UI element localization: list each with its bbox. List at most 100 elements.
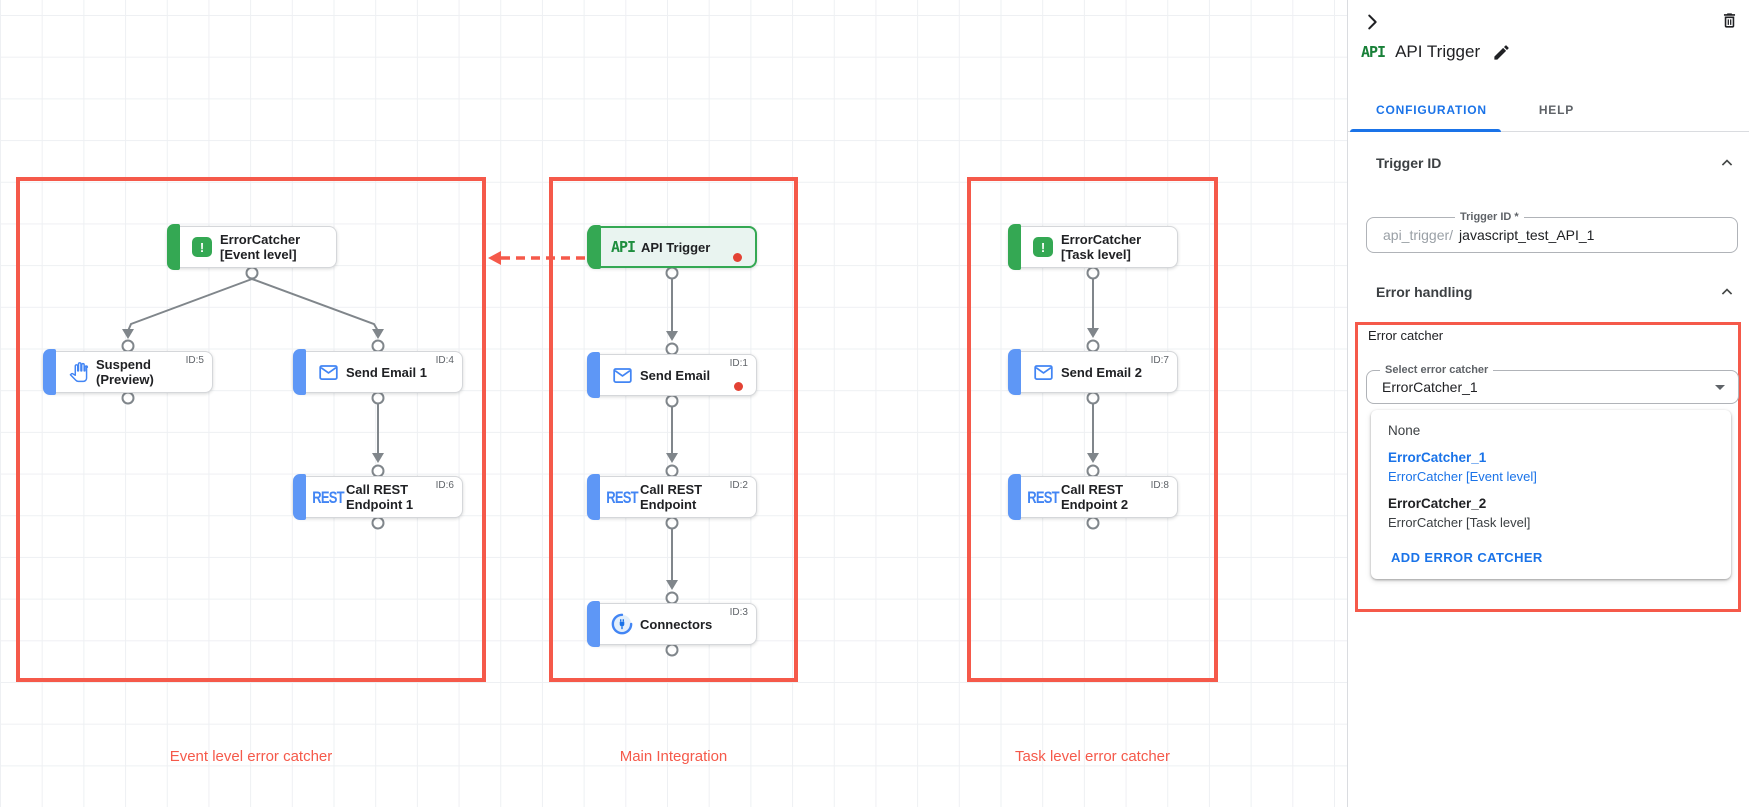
selected-error-catcher-value: ErrorCatcher_1 [1382,379,1478,395]
menu-item-sublabel: ErrorCatcher [Task level] [1388,515,1531,530]
collapse-error-handling-icon[interactable] [1717,282,1737,307]
node-id-badge: ID:5 [185,355,204,366]
trigger-id-prefix: api_trigger/ [1383,227,1454,243]
menu-item-label: ErrorCatcher_1 [1388,450,1487,465]
main-integration-group-box [549,177,798,682]
node-accent-bar [167,224,180,270]
panel-collapse-button[interactable] [1361,11,1383,38]
tab-help[interactable]: HELP [1538,103,1575,117]
node-send-email[interactable]: Send Email ID:1 [587,352,757,398]
api-glyph: API [610,238,636,256]
node-id-badge: ID:3 [729,607,748,618]
workflow-canvas[interactable]: ! ErrorCatcher[Event level] Suspend(Previe… [0,0,1347,807]
node-accent-bar [1008,349,1021,395]
node-label: ErrorCatcher[Task level] [1061,232,1142,262]
node-accent-bar [588,225,601,269]
edit-pencil-icon[interactable] [1492,43,1511,62]
mail-icon [604,365,640,386]
trigger-id-input[interactable]: Trigger ID * api_trigger/ javascript_tes… [1366,211,1738,253]
api-icon: API [605,238,641,256]
group-label-event-level: Event level error catcher [169,748,333,765]
error-status-dot [733,253,742,262]
section-title-trigger-id: Trigger ID [1376,155,1442,171]
node-label: Connectors [640,616,713,632]
node-suspend-preview[interactable]: Suspend(Preview) ID:5 [43,349,213,395]
collapse-trigger-id-icon[interactable] [1717,153,1737,178]
select-dropdown-arrow-icon[interactable] [1715,385,1725,390]
config-panel: API API Trigger CONFIGURATION HELP Trigg… [1347,0,1749,807]
node-accent-bar [587,474,600,520]
node-accent-bar [587,601,600,647]
hand-icon [60,361,96,383]
panel-tabs: CONFIGURATION HELP [1348,84,1749,132]
error-catcher-highlight-box [1355,322,1741,612]
node-accent-bar [1008,474,1021,520]
node-id-badge: ID:8 [1150,480,1169,491]
node-label: Send Email [640,367,711,383]
mail-icon [310,362,346,383]
active-tab-underline [1350,129,1501,132]
node-label: API Trigger [641,239,711,255]
error-glyph: ! [192,237,212,257]
node-label: Send Email 2 [1061,364,1142,380]
error-catcher-select[interactable]: Select error catcher ErrorCatcher_1 [1366,364,1739,404]
node-api-trigger[interactable]: API API Trigger [587,225,757,269]
error-glyph: ! [1033,237,1053,257]
node-id-badge: ID:2 [729,480,748,491]
node-error-catcher-task-level[interactable]: ! ErrorCatcher[Task level] [1008,224,1178,270]
add-error-catcher-button[interactable]: ADD ERROR CATCHER [1391,550,1543,565]
node-id-badge: ID:1 [729,358,748,369]
node-accent-bar [587,352,600,398]
node-send-email-1[interactable]: Send Email 1 ID:4 [293,349,463,395]
trigger-id-field-label: Trigger ID * [1455,211,1524,223]
error-status-dot [734,382,743,391]
rest-glyph: REST [312,487,344,507]
menu-item-label: ErrorCatcher_2 [1388,496,1487,511]
node-accent-bar [293,474,306,520]
trigger-id-value[interactable]: javascript_test_API_1 [1459,227,1595,243]
node-error-catcher-event-level[interactable]: ! ErrorCatcher[Event level] [167,224,337,270]
menu-item-sublabel: ErrorCatcher [Event level] [1388,469,1537,484]
group-label-main-integration: Main Integration [619,748,728,765]
node-id-badge: ID:4 [435,355,454,366]
task-level-group-box [967,177,1218,682]
rest-icon: REST [1025,487,1061,507]
node-accent-bar [293,349,306,395]
event-level-group-box [16,177,486,682]
node-label: Suspend(Preview) [96,357,154,387]
menu-item-none[interactable]: None [1388,423,1421,438]
node-send-email-2[interactable]: Send Email 2 ID:7 [1008,349,1178,395]
rest-icon: REST [310,487,346,507]
node-connectors[interactable]: Connectors ID:3 [587,601,757,647]
api-badge-icon: API [1361,43,1386,61]
mail-icon [1025,362,1061,383]
node-label: Send Email 1 [346,364,427,380]
node-label: ErrorCatcher[Event level] [220,232,301,262]
error-icon: ! [184,237,220,257]
select-error-catcher-label: Select error catcher [1380,364,1494,376]
rest-icon: REST [604,487,640,507]
connector-icon [604,613,640,635]
node-accent-bar [43,349,56,395]
error-icon: ! [1025,237,1061,257]
node-accent-bar [1008,224,1021,270]
tab-configuration[interactable]: CONFIGURATION [1376,103,1487,117]
group-label-task-level: Task level error catcher [1014,748,1171,765]
panel-title: API Trigger [1395,42,1481,61]
node-id-badge: ID:7 [1150,355,1169,366]
rest-glyph: REST [1027,487,1059,507]
error-catcher-group-label: Error catcher [1368,328,1444,343]
delete-trigger-button[interactable] [1720,11,1739,35]
rest-glyph: REST [606,487,638,507]
section-title-error-handling: Error handling [1376,284,1473,300]
node-id-badge: ID:6 [435,480,454,491]
